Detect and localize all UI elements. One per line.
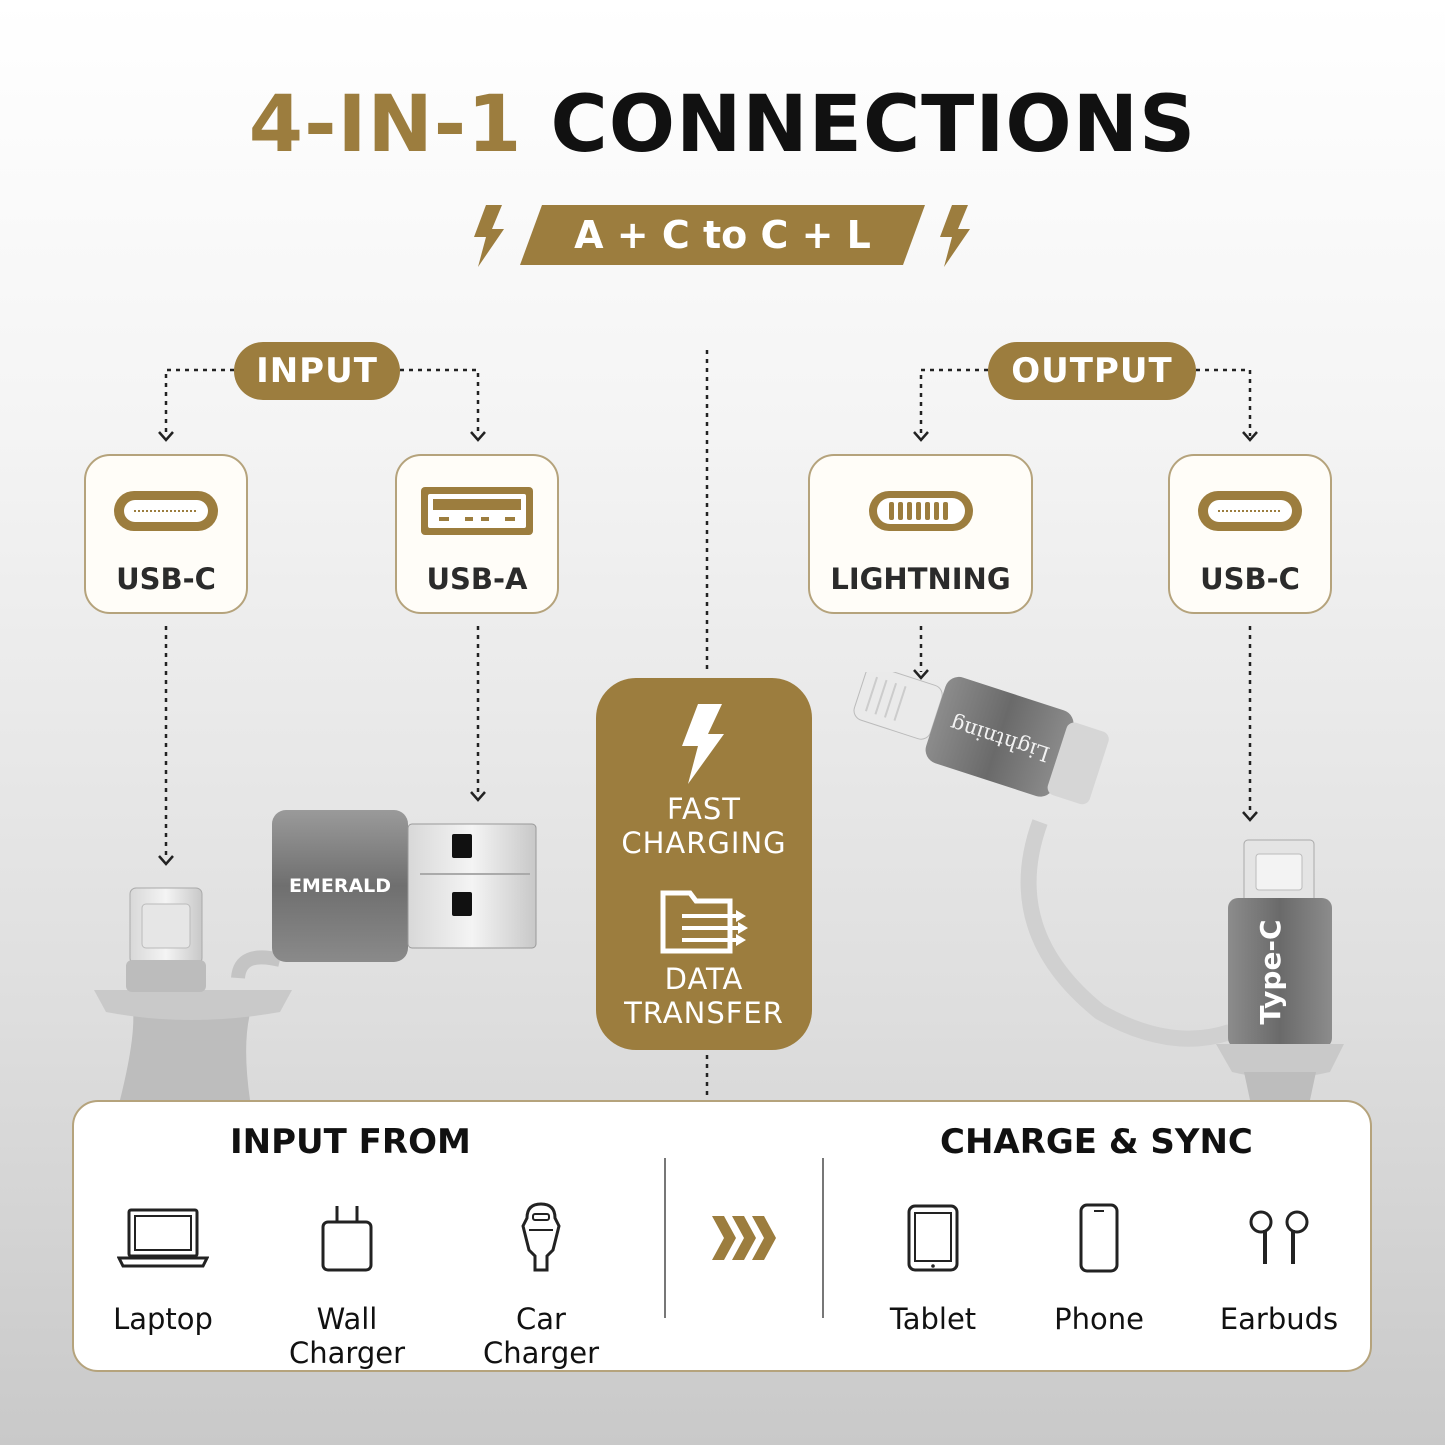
cable-output-illustration: Lightning Type-C	[853, 672, 1344, 1100]
input-card-usb-a: USB-A	[395, 454, 559, 614]
chevrons-right-icon	[712, 1216, 776, 1260]
bolt-icon	[474, 205, 504, 267]
input-label: INPUT	[256, 351, 378, 391]
laptop-icon	[117, 1208, 209, 1268]
title-highlight: 4-IN-1	[248, 80, 523, 170]
feature-line: CHARGING	[621, 826, 787, 860]
output-card-lightning: LIGHTNING	[808, 454, 1033, 614]
data-folder-icon	[660, 890, 748, 954]
phone-icon	[1079, 1203, 1119, 1273]
bolt-icon	[682, 704, 724, 784]
connector-label: USB-C	[116, 562, 216, 596]
lightning-port-icon	[868, 491, 973, 531]
charge-sync-heading: CHARGE & SYNC	[940, 1122, 1253, 1162]
source-laptop: Laptop	[78, 1190, 248, 1336]
input-from-heading: INPUT FROM	[230, 1122, 471, 1162]
brand-mark: EMERALD	[289, 875, 391, 897]
feature-line: DATA	[664, 962, 744, 996]
bolt-icon	[940, 205, 970, 267]
source-label: Wall Charger	[289, 1302, 405, 1370]
cable-input-illustration: EMERALD	[94, 810, 537, 1100]
target-label: Earbuds	[1219, 1302, 1339, 1336]
target-tablet: Tablet	[848, 1190, 1018, 1336]
feature-line: TRANSFER	[624, 996, 784, 1030]
earbuds-icon	[1249, 1210, 1309, 1264]
output-pill: OUTPUT	[988, 342, 1196, 400]
car-charger-icon	[521, 1202, 561, 1272]
feature-line: FAST	[667, 792, 741, 826]
source-wall-charger: Wall Charger	[262, 1190, 432, 1370]
target-earbuds: Earbuds	[1194, 1190, 1364, 1336]
usb-c-port-icon	[114, 491, 218, 531]
output-card-usb-c: USB-C	[1168, 454, 1332, 614]
target-label: Tablet	[889, 1302, 977, 1336]
wall-charger-icon	[321, 1206, 373, 1272]
feature-box: FAST CHARGING DATA TRANSFER	[596, 678, 812, 1050]
feature-data-transfer: DATA TRANSFER	[596, 962, 812, 1030]
tablet-icon	[907, 1204, 959, 1272]
input-pill: INPUT	[234, 342, 400, 400]
target-label: Phone	[1054, 1302, 1144, 1336]
subtitle-banner: A + C to C + L	[520, 205, 925, 265]
subtitle-text: A + C to C + L	[574, 213, 871, 257]
usb-c-port-icon	[1198, 491, 1302, 531]
devices-panel: INPUT FROM CHARGE & SYNC Laptop Wall Cha…	[72, 1100, 1372, 1372]
output-label: OUTPUT	[1011, 351, 1173, 391]
typec-mark: Type-C	[1254, 919, 1287, 1024]
connector-label: USB-A	[426, 562, 528, 596]
source-label: Laptop	[113, 1302, 213, 1336]
connector-label: LIGHTNING	[830, 562, 1011, 596]
input-card-usb-c: USB-C	[84, 454, 248, 614]
connector-label: USB-C	[1200, 562, 1300, 596]
source-label: Car Charger	[483, 1302, 599, 1370]
feature-fast-charging: FAST CHARGING	[596, 792, 812, 860]
title-main: CONNECTIONS	[550, 80, 1197, 170]
source-car-charger: Car Charger	[456, 1190, 626, 1370]
divider	[822, 1158, 824, 1318]
target-phone: Phone	[1014, 1190, 1184, 1336]
page-title: 4-IN-1 CONNECTIONS	[0, 80, 1445, 170]
divider	[664, 1158, 666, 1318]
usb-a-port-icon	[421, 487, 533, 535]
